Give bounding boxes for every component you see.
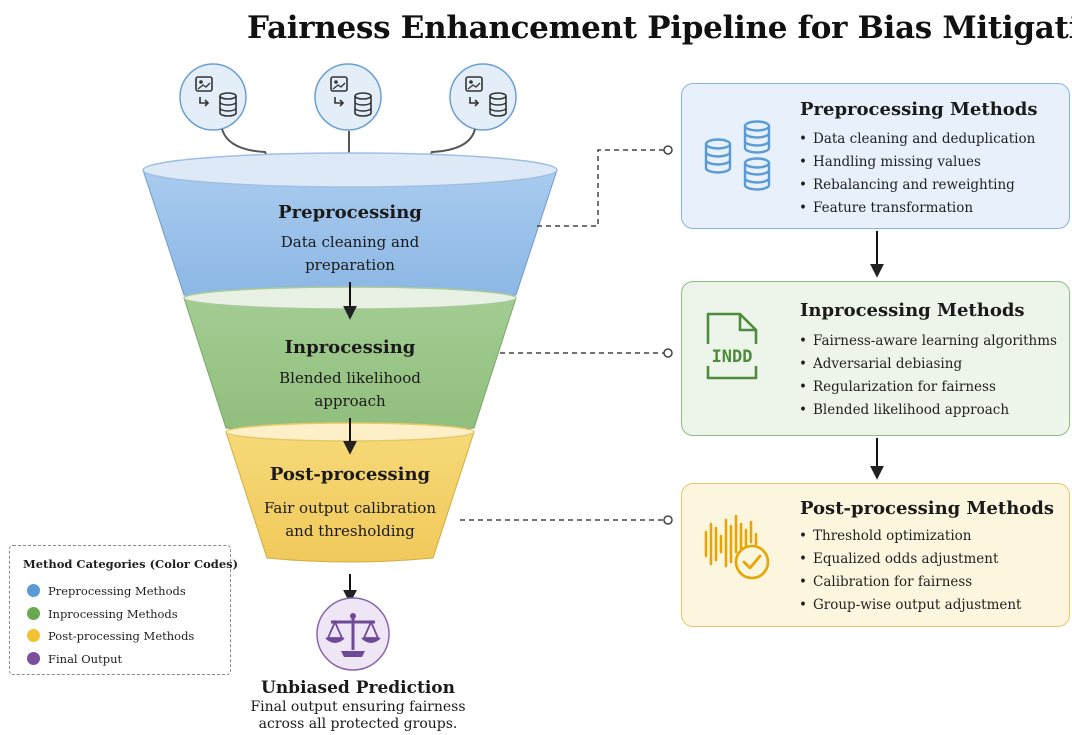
- list-item: Rebalancing and reweighting: [799, 174, 1035, 197]
- output-title: Unbiased Prediction: [261, 678, 455, 698]
- stage-desc-inprocessing-line2: approach: [314, 392, 386, 410]
- stage-desc-postprocessing-line2: and thresholding: [285, 522, 415, 540]
- input-icon-3: [449, 63, 517, 131]
- stage-desc-inprocessing-line1: Blended likelihood: [279, 369, 421, 387]
- waveform-check-icon: [704, 514, 770, 580]
- list-item: Adversarial debiasing: [799, 353, 1057, 376]
- output-desc-line1: Final output ensuring fairness: [250, 699, 466, 715]
- input-icon-2: [314, 63, 382, 131]
- legend-item-postprocessing: Post-processing Methods: [27, 629, 194, 643]
- list-item: Data cleaning and deduplication: [799, 128, 1035, 151]
- inprocessing-methods-list: Fairness-aware learning algorithms Adver…: [799, 330, 1057, 422]
- legend-dot-green: [27, 607, 40, 620]
- preprocessing-methods-list: Data cleaning and deduplication Handling…: [799, 128, 1035, 220]
- indd-icon-label: INDD: [712, 347, 753, 367]
- diagram-title: Fairness Enhancement Pipeline for Bias M…: [247, 10, 1072, 46]
- list-item: Fairness-aware learning algorithms: [799, 330, 1057, 353]
- list-item: Calibration for fairness: [799, 571, 1021, 594]
- legend-item-inprocessing: Inprocessing Methods: [27, 607, 178, 621]
- panel-title-postprocessing: Post-processing Methods: [800, 498, 1055, 519]
- funnel-preprocessing: [142, 152, 558, 304]
- list-item: Threshold optimization: [799, 525, 1021, 548]
- legend-label: Post-processing Methods: [48, 629, 195, 643]
- stage-title-inprocessing: Inprocessing: [284, 337, 416, 358]
- list-item: Regularization for fairness: [799, 376, 1057, 399]
- panel-inprocessing-methods: INDD Inprocessing Methods Fairness-aware…: [681, 281, 1070, 436]
- list-item: Equalized odds adjustment: [799, 548, 1021, 571]
- legend-label: Inprocessing Methods: [48, 607, 178, 621]
- list-item: Feature transformation: [799, 197, 1035, 220]
- indd-file-icon: INDD: [704, 312, 760, 380]
- input-icon-1: [179, 63, 247, 131]
- output-desc-line2: across all protected groups.: [258, 716, 458, 732]
- legend-title: Method Categories (Color Codes): [23, 557, 239, 571]
- legend-item-preprocessing: Preprocessing Methods: [27, 584, 186, 598]
- panel-title-inprocessing: Inprocessing Methods: [800, 300, 1025, 321]
- scales-icon: [316, 597, 390, 671]
- stage-title-postprocessing: Post-processing: [269, 464, 431, 485]
- legend-dot-yellow: [27, 629, 40, 642]
- legend-item-final-output: Final Output: [27, 652, 122, 666]
- stage-title-preprocessing: Preprocessing: [278, 202, 422, 223]
- panel-postprocessing-methods: Post-processing Methods Threshold optimi…: [681, 483, 1070, 627]
- panel-preprocessing-methods: Preprocessing Methods Data cleaning and …: [681, 83, 1070, 229]
- connector-pre: [537, 145, 673, 227]
- list-item: Handling missing values: [799, 151, 1035, 174]
- legend-dot-blue: [27, 584, 40, 597]
- postprocessing-methods-list: Threshold optimization Equalized odds ad…: [799, 525, 1021, 617]
- stage-desc-preprocessing-line2: preparation: [305, 256, 395, 274]
- stage-desc-postprocessing-line1: Fair output calibration: [263, 499, 437, 517]
- legend: Method Categories (Color Codes) Preproce…: [9, 545, 238, 675]
- list-item: Group-wise output adjustment: [799, 594, 1021, 617]
- connector-post: [460, 515, 673, 525]
- legend-dot-purple: [27, 652, 40, 665]
- connector-in: [500, 348, 673, 358]
- panel-title-preprocessing: Preprocessing Methods: [800, 99, 1038, 120]
- legend-label: Preprocessing Methods: [48, 584, 186, 598]
- stage-desc-preprocessing-line1: Data cleaning and: [280, 233, 420, 251]
- list-item: Blended likelihood approach: [799, 399, 1057, 422]
- legend-label: Final Output: [48, 652, 123, 666]
- database-stack-icon: [704, 120, 771, 191]
